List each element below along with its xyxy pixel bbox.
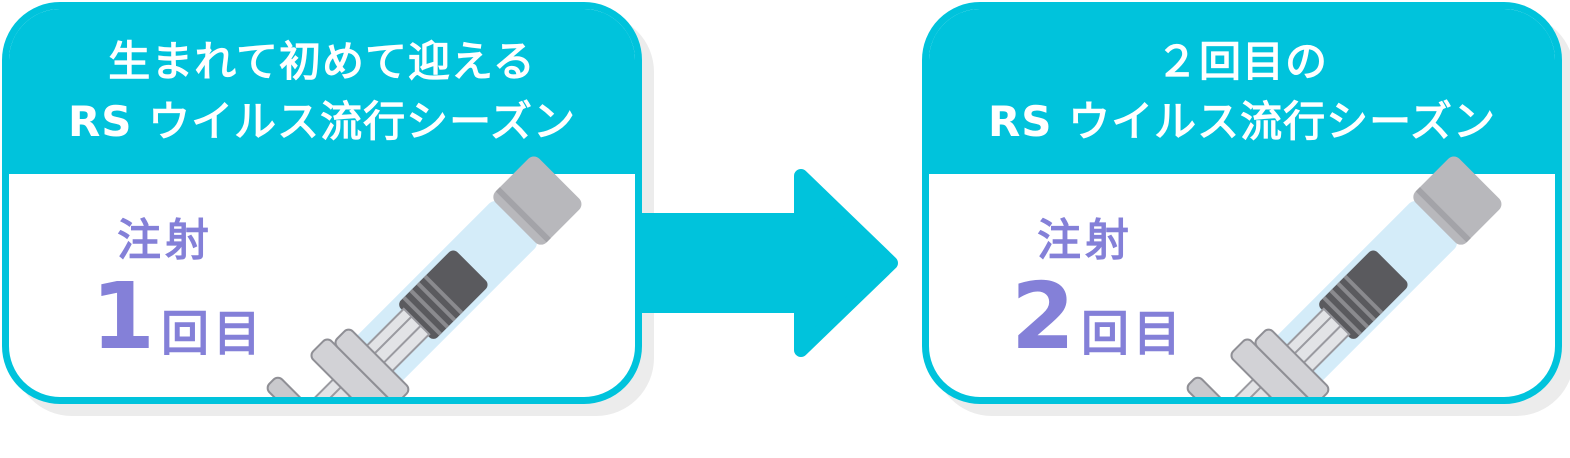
card-title-line-1: ２回目の <box>1155 36 1328 86</box>
injection-label: 注射 <box>117 215 213 266</box>
syringe-icon <box>1186 156 1502 397</box>
second-season-card: ２回目の RS ウイルス流行シーズン 注射 2 回目 <box>922 2 1562 404</box>
injection-label: 注射 <box>1037 215 1133 266</box>
dose-suffix: 回目 <box>161 306 266 362</box>
first-season-card: 生まれて初めて迎える RS ウイルス流行シーズン 注射 1 回目 <box>2 2 642 404</box>
card-title-line-2: RS ウイルス流行シーズン <box>987 96 1497 146</box>
card-header: ２回目の RS ウイルス流行シーズン <box>929 9 1555 174</box>
dose-number: 1 <box>91 263 156 370</box>
dose-number: 2 <box>1011 263 1076 370</box>
dose-suffix: 回目 <box>1081 306 1186 362</box>
card-header: 生まれて初めて迎える RS ウイルス流行シーズン <box>9 9 635 174</box>
card-title-line-1: 生まれて初めて迎える <box>108 36 536 86</box>
card-title-line-2: RS ウイルス流行シーズン <box>67 96 577 146</box>
arrow-right-icon <box>636 169 898 357</box>
syringe-icon <box>266 156 582 397</box>
